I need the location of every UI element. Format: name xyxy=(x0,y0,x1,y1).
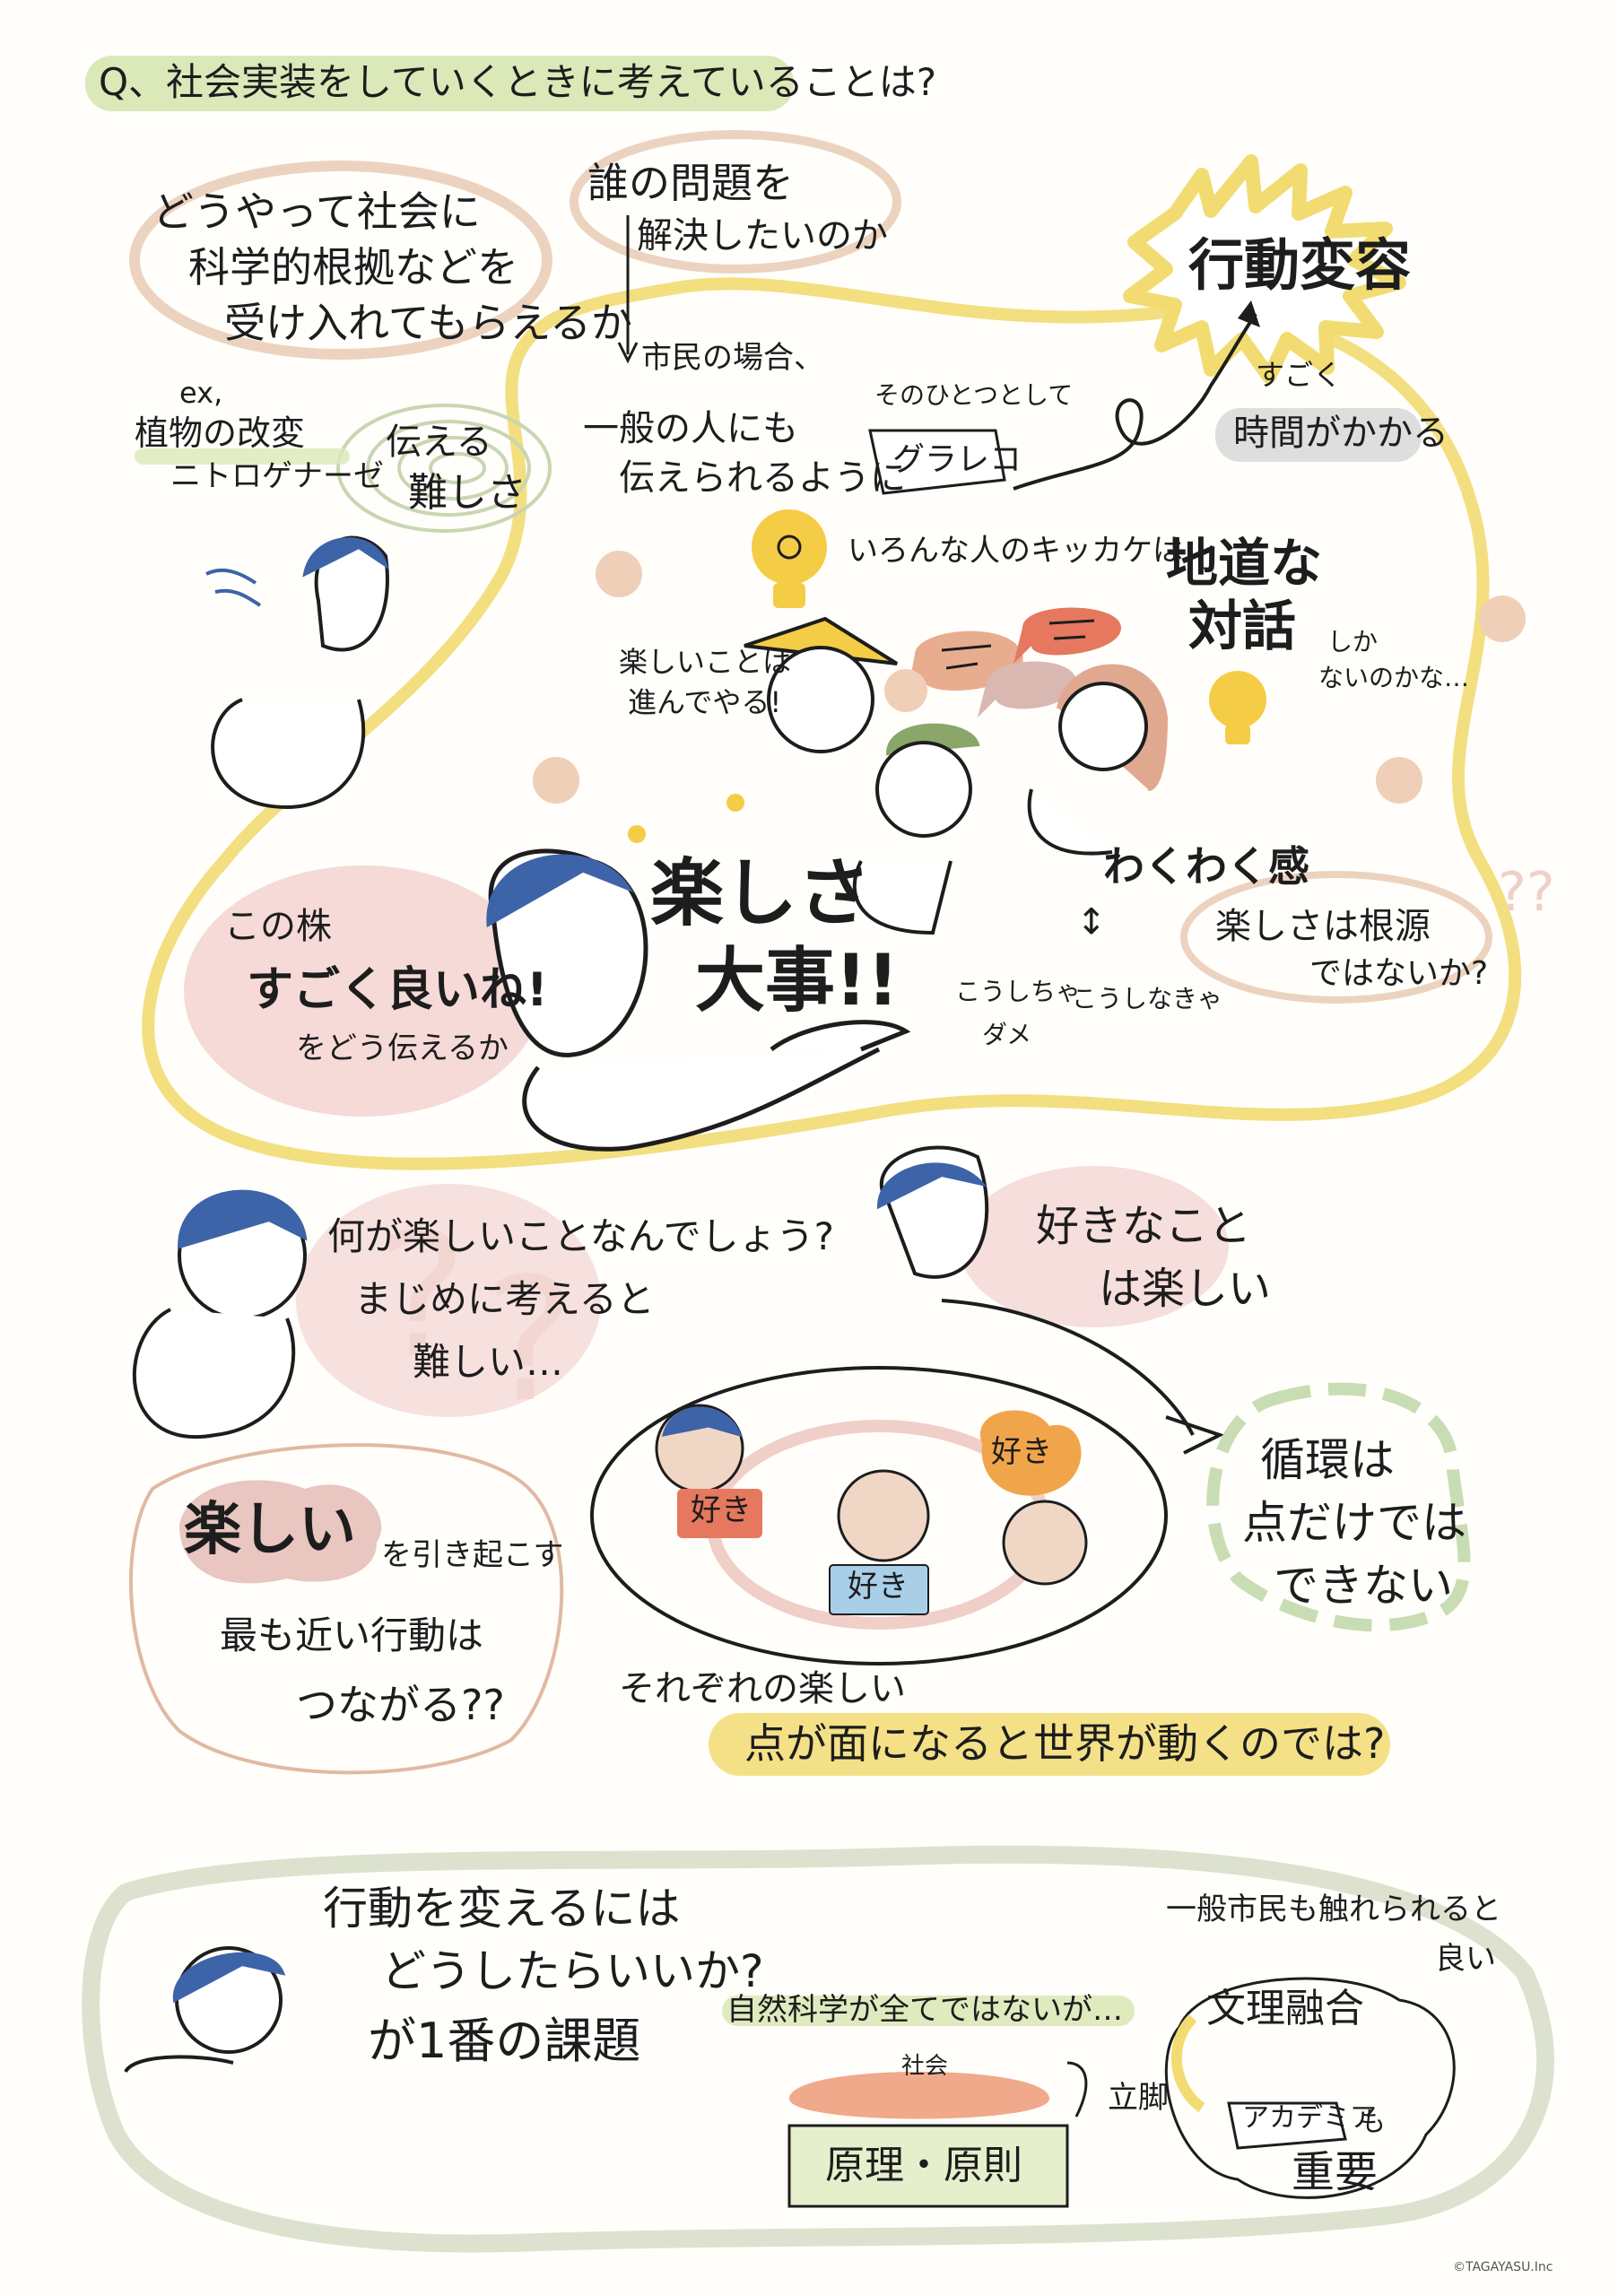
example-label: ex, xyxy=(179,376,223,410)
fun-cause-line2: 最も近い行動は xyxy=(220,1613,484,1657)
graphic-caption: そのひとつとして xyxy=(874,380,1074,410)
like-card-2 xyxy=(829,1564,929,1615)
behavior-change: 行動変容 xyxy=(1188,232,1412,298)
important-label: 重要 xyxy=(1292,2147,1379,2197)
fun-important-line1: 楽しさ xyxy=(650,851,872,936)
ng-a2: ダメ xyxy=(982,1020,1032,1049)
fun-cause-blob xyxy=(129,1443,564,1775)
difficulty-line2: 難しさ xyxy=(408,470,526,516)
academia-label: アカデミア xyxy=(1242,2102,1377,2134)
bottom-loop xyxy=(82,1845,1554,2253)
citizens-text: 一般市民も触れられると xyxy=(1166,1892,1501,1927)
fusion-label: 文理融合 xyxy=(1206,1986,1364,2031)
difficulty-line1: 伝える xyxy=(386,422,492,463)
science-text: 自然科学が全てではないが… xyxy=(726,1992,1123,2028)
principle-box xyxy=(787,2124,1069,2208)
citizen-line2: 一般の人にも xyxy=(583,408,798,449)
graphic-label: グラレコ xyxy=(892,441,1022,478)
what-fun-line2: まじめに考えると xyxy=(354,1277,655,1321)
bottom-line3: が1番の課題 xyxy=(368,2013,641,2069)
lightbulb-icon-2 xyxy=(1209,671,1266,744)
like-label-1: 好き xyxy=(691,1492,752,1528)
bottom-line1: 行動を変えるには xyxy=(323,1883,681,1935)
cycle-line1: 循環は xyxy=(1260,1434,1395,1486)
like-card-3 xyxy=(979,1410,1082,1496)
fun-cause-word: 楽しい xyxy=(184,1497,356,1563)
swirl xyxy=(336,404,552,533)
good-text: 良い xyxy=(1435,1941,1496,1977)
problem-line2: 解決したいのか xyxy=(637,215,888,257)
top-left-line2: 科学的根拠などを xyxy=(188,243,518,291)
circle-ring xyxy=(590,1366,1168,1665)
excitement-title: わくわく感 xyxy=(1103,842,1309,891)
plant-blob xyxy=(184,865,543,1117)
world-highlight xyxy=(709,1713,1390,1776)
dialogue-suffix: しか xyxy=(1327,627,1379,657)
excitement-line1: 楽しさは根源 xyxy=(1215,906,1431,947)
dialogue-line2: 対話 xyxy=(1188,596,1296,658)
plant-line3: をどう伝えるか xyxy=(296,1031,509,1066)
cycle-line2: 点だけでは xyxy=(1242,1497,1466,1549)
starburst xyxy=(1123,154,1406,384)
each-fun: それぞれの楽しい xyxy=(619,1668,906,1709)
excitement-arrow: ↕ xyxy=(1076,901,1107,943)
ng-b: こうしなきゃ xyxy=(1072,984,1223,1013)
thinking-woman xyxy=(132,1189,308,1439)
fun-progress-line1: 楽しいことは xyxy=(619,645,792,679)
like-label-2: 好き xyxy=(848,1569,909,1605)
mo-label: も xyxy=(1359,2107,1386,2138)
thinking-man-bottom xyxy=(124,1946,286,2074)
question-highlight xyxy=(85,56,794,111)
principle-label: 原理・原則 xyxy=(825,2143,1022,2188)
credit: ©TAGAYASU.Inc xyxy=(1453,2260,1553,2274)
fun-cause-line3: つながる?? xyxy=(296,1681,505,1729)
world-moves: 点が面になると世界が動くのでは? xyxy=(744,1719,1386,1768)
fusion-cloud xyxy=(1164,1977,1456,2199)
top-left-line3: 受け入れてもらえるか xyxy=(224,299,632,347)
society-label: 社会 xyxy=(901,2053,949,2080)
book-outline xyxy=(868,429,1006,495)
top-left-blob xyxy=(129,161,552,360)
ng-a1: こうしちゃ xyxy=(955,977,1082,1006)
lightbulb-icon xyxy=(752,509,827,608)
example-line1: 植物の改変 xyxy=(135,413,306,453)
people-in-circle xyxy=(655,1404,1088,1586)
dialogue-line3: ないのかな… xyxy=(1318,663,1470,692)
svg-text:?: ? xyxy=(484,1241,575,1439)
fun-important-line2: 大事!! xyxy=(695,941,900,1022)
speech-bubbles xyxy=(897,607,1121,718)
dialogue-line1: 地道な xyxy=(1166,533,1323,594)
fun-progress-line2: 進んでやる! xyxy=(628,685,782,719)
top-left-line1: どうやって社会に xyxy=(152,187,481,236)
plant-line2: すごく良いね! xyxy=(247,963,548,1017)
what-fun-line3: 難しい… xyxy=(413,1340,564,1384)
like-card-1 xyxy=(677,1489,762,1538)
problem-line1: 誰の問題を xyxy=(587,159,794,207)
citizen-line3: 伝えられるように xyxy=(619,457,906,499)
like-label-3: 好き xyxy=(991,1434,1052,1470)
excitement-line2: ではないか? xyxy=(1309,955,1489,992)
fun-cause-line1: を引き起こす xyxy=(381,1537,564,1573)
tripod-label: 立脚 xyxy=(1108,2080,1169,2116)
takes-time-line2: 時間がかかる xyxy=(1233,413,1448,454)
plant-line1: この株 xyxy=(224,906,332,947)
like-fun-line1: 好きなこと xyxy=(1036,1201,1252,1251)
people-group-top xyxy=(205,535,1169,935)
svg-text:??: ?? xyxy=(1498,861,1555,924)
what-fun-line1: 何が楽しいことなんでしょう? xyxy=(327,1214,834,1258)
trigger-text: いろんな人のキッカケは xyxy=(848,533,1183,569)
svg-text:?: ? xyxy=(377,1196,467,1395)
like-fun-line2: は楽しい xyxy=(1099,1264,1272,1314)
question-title: Q、社会実装をしていくときに考えていることは? xyxy=(99,60,936,104)
example-line2: ニトロゲナーゼ xyxy=(170,458,384,494)
bottom-line2: どうしたらいいか? xyxy=(381,1945,764,1997)
cycle-line3: できない xyxy=(1274,1560,1453,1612)
problem-oval xyxy=(570,130,901,274)
citizen-line1: 市民の場合、 xyxy=(641,340,824,376)
society-bowl xyxy=(789,2072,1049,2119)
man-pointing xyxy=(876,1145,1225,1455)
main-speaker xyxy=(486,848,911,1152)
takes-time-line1: すごく xyxy=(1256,358,1343,392)
